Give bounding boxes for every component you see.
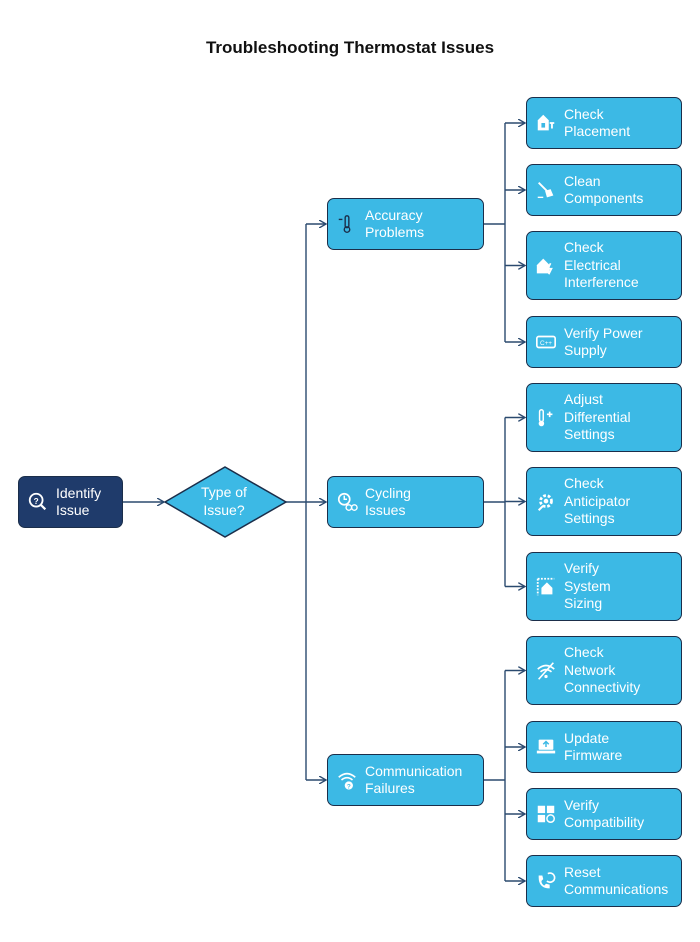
- step-node-2-1: Adjust Differential Settings: [526, 383, 682, 452]
- svg-text:?: ?: [347, 783, 351, 790]
- wifi-off-icon: [535, 660, 557, 682]
- placement-icon: [535, 112, 557, 134]
- gear-check-icon: [535, 491, 557, 513]
- step-node-2-2-label: Check Anticipator Settings: [564, 475, 631, 527]
- category-node-2-label: Cycling Issues: [365, 484, 411, 519]
- step-node-3-2-label: Update Firmware: [564, 729, 623, 764]
- category-node-3-label: Communication Failures: [365, 762, 463, 797]
- step-node-3-4-label: Reset Communications: [564, 863, 669, 898]
- step-node-3-1-label: Check Network Connectivity: [564, 644, 641, 696]
- house-measure-icon: [535, 576, 557, 598]
- diagram-title: Troubleshooting Thermostat Issues: [205, 38, 495, 57]
- step-node-3-3-label: Verify Compatibility: [564, 796, 645, 831]
- category-node-1-label: Accuracy Problems: [365, 206, 425, 241]
- step-node-3-4: Reset Communications: [526, 855, 682, 907]
- puzzle-check-icon: [535, 803, 557, 825]
- step-node-3-3: Verify Compatibility: [526, 788, 682, 840]
- step-node-1-1-label: Check Placement: [564, 105, 631, 140]
- clock-cycle-icon: [336, 491, 358, 513]
- phone-reset-icon: [535, 870, 557, 892]
- power-supply-icon: C++: [535, 331, 557, 353]
- root-node-identify-issue: ? Identify Issue: [18, 476, 123, 528]
- broom-icon: [535, 179, 557, 201]
- category-node-1: Accuracy Problems: [327, 198, 484, 250]
- decision-diamond: [163, 466, 288, 538]
- category-node-3: ? Communication Failures: [327, 754, 484, 806]
- wifi-question-icon: ?: [336, 769, 358, 791]
- svg-text:?: ?: [34, 497, 39, 506]
- root-node-identify-issue-label: Identify Issue: [56, 484, 102, 519]
- step-node-1-2: Clean Components: [526, 164, 682, 216]
- laptop-update-icon: [535, 736, 557, 758]
- step-node-2-1-label: Adjust Differential Settings: [564, 391, 631, 443]
- step-node-2-2: Check Anticipator Settings: [526, 467, 682, 536]
- magnifier-question-icon: ?: [27, 491, 49, 513]
- thermometer-icon: [336, 213, 358, 235]
- step-node-1-4: C++ Verify Power Supply: [526, 316, 682, 368]
- step-node-1-2-label: Clean Components: [564, 172, 644, 207]
- category-node-2: Cycling Issues: [327, 476, 484, 528]
- thermometer-plus-icon: [535, 407, 557, 429]
- electric-house-icon: [535, 255, 557, 277]
- step-node-1-4-label: Verify Power Supply: [564, 324, 643, 359]
- step-node-3-2: Update Firmware: [526, 721, 682, 773]
- step-node-2-3: Verify System Sizing: [526, 552, 682, 621]
- step-node-1-3: Check Electrical Interference: [526, 231, 682, 300]
- step-node-3-1: Check Network Connectivity: [526, 636, 682, 705]
- step-node-2-3-label: Verify System Sizing: [564, 560, 611, 612]
- step-node-1-1: Check Placement: [526, 97, 682, 149]
- decision-label: Type of Issue?: [201, 484, 247, 518]
- step-node-1-3-label: Check Electrical Interference: [564, 239, 639, 291]
- svg-text:C++: C++: [540, 340, 552, 347]
